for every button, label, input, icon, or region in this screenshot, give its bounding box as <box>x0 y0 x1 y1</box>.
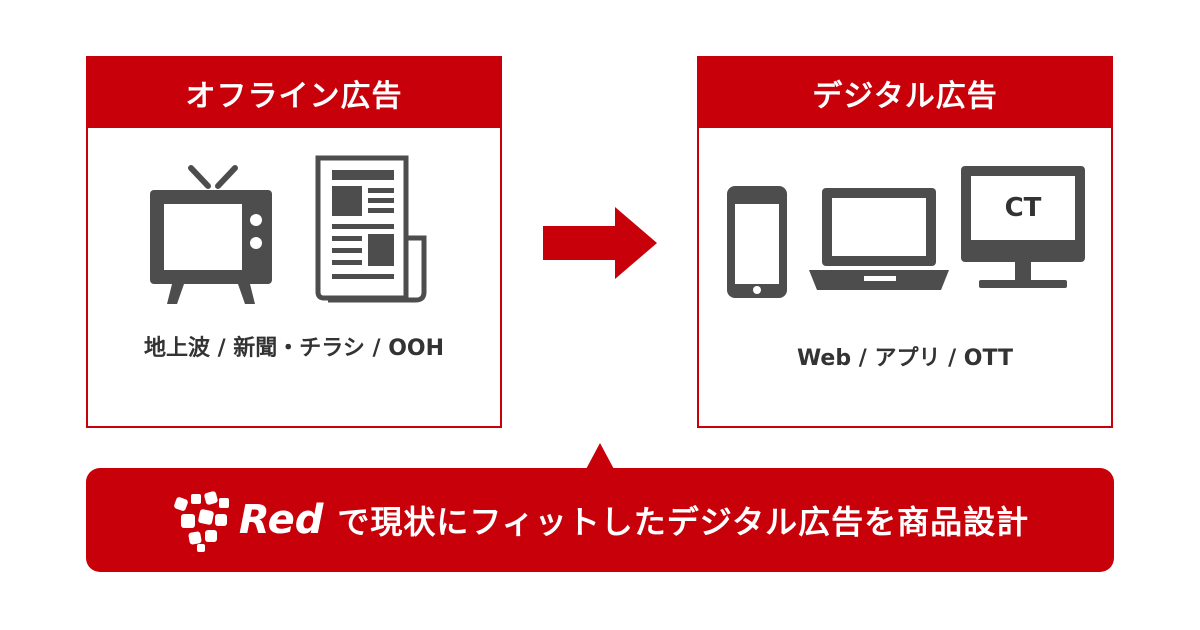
brand-logo: Red <box>171 488 324 552</box>
brand-mark-icon <box>173 491 229 552</box>
offline-ads-panel: オフライン広告 地上波 / 新 <box>86 56 502 428</box>
right-arrow-icon <box>543 207 657 279</box>
newspaper-icon <box>315 155 427 303</box>
smartphone-icon <box>727 186 787 298</box>
banner-pointer <box>585 443 615 471</box>
brand-name: Red <box>238 497 324 543</box>
monitor-label: CT <box>1005 193 1042 223</box>
offline-ads-caption: 地上波 / 新聞・チラシ / OOH <box>143 336 445 361</box>
summary-banner: Red で現状にフィットしたデジタル広告を商品設計 <box>86 468 1114 572</box>
laptop-icon <box>809 188 949 290</box>
digital-ads-panel: デジタル広告 CT Web / アプリ / OTT <box>697 56 1113 428</box>
offline-icons <box>150 155 427 304</box>
banner-message: で現状にフィットしたデジタル広告を商品設計 <box>337 503 1030 541</box>
digital-ads-title: デジタル広告 <box>699 58 1111 128</box>
monitor-icon: CT <box>961 166 1085 288</box>
digital-icons: CT <box>727 166 1085 298</box>
offline-ads-title: オフライン広告 <box>88 58 500 128</box>
digital-ads-caption: Web / アプリ / OTT <box>796 346 1014 371</box>
tv-icon <box>150 165 272 304</box>
